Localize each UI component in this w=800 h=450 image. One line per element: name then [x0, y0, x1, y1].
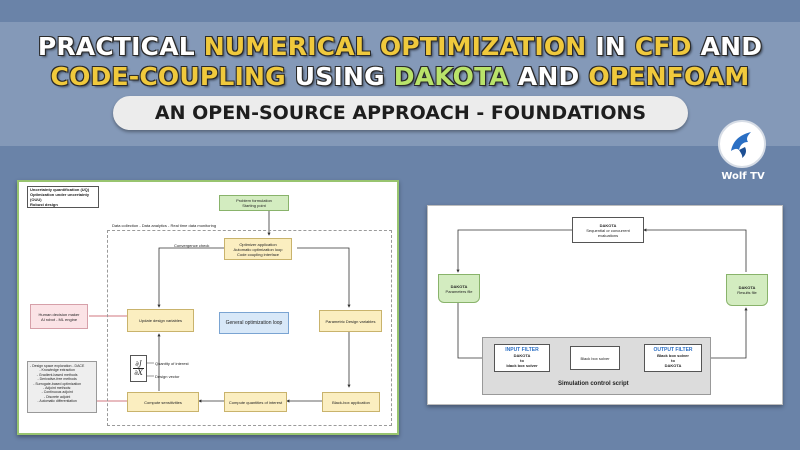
title-highlight: CODE-COUPLING [50, 62, 286, 91]
title-word: AND [691, 32, 763, 61]
method-item: - Knowledge extraction [39, 368, 75, 373]
brand-name: Wolf TV [721, 171, 765, 182]
box-line: to [520, 358, 524, 363]
design-vector-label: Design vector [155, 374, 180, 379]
simulation-script-label: Simulation control script [558, 381, 629, 387]
box-line: DAKOTA [450, 283, 468, 289]
quantity-interest-label: Quantity of interest [155, 361, 189, 366]
filter-title: INPUT FILTER [505, 347, 539, 353]
uq-line: Uncertainty quantification (UQ) [30, 187, 90, 192]
loop-boundary [107, 230, 392, 426]
problem-formulation-box: Problem formulation Starting point [219, 195, 289, 211]
title-word: IN [586, 32, 635, 61]
fraction-bottom: ∂X [134, 369, 143, 377]
method-item: - Discrete adjoint [44, 394, 71, 399]
update-design-box: Update design variables [127, 309, 194, 332]
parameters-file-box: DAKOTA Parameters file [438, 274, 480, 303]
title-highlight: CFD [634, 32, 692, 61]
results-file-box: DAKOTA Results file [726, 274, 768, 306]
optimizer-box: Optimizer application Automatic optimiza… [224, 238, 292, 260]
data-collection-label: Data collection - Data analytics - Real … [112, 223, 217, 228]
box-line: Sequential or concurrent [586, 227, 630, 233]
output-filter-box: OUTPUT FILTER Black box solver to DAKOTA [644, 344, 702, 372]
title-line-2: CODE-COUPLING USING DAKOTA AND OPENFOAM [0, 62, 800, 91]
title-highlight: DAKOTA [393, 62, 509, 91]
compute-qoi-box: Compute quantities of interest [224, 392, 287, 412]
box-line: AI robot - ML engine [40, 316, 78, 322]
methods-box: - Design space exploration - DACE - Know… [27, 361, 97, 413]
parametric-design-box: Parametric Design variables [319, 310, 382, 332]
methods-list: - Design space exploration - DACE - Know… [30, 364, 84, 404]
method-item: - Design space exploration - DACE [30, 364, 85, 368]
convergence-label: Convergence check [174, 243, 210, 248]
method-item: - Adjoint methods: [43, 386, 72, 391]
title-word: USING [285, 62, 394, 91]
title-highlight: NUMERICAL OPTIMIZATION [203, 32, 587, 61]
box-line: Optimizer application [239, 241, 277, 247]
box-line: Black box solver [657, 353, 689, 358]
box-line: DAKOTA [664, 363, 682, 368]
diagram-connectors [89, 211, 351, 403]
subtitle: AN OPEN-SOURCE APPROACH - FOUNDATIONS [113, 96, 688, 130]
box-line: DAKOTA [513, 353, 531, 358]
box-line: Starting point [242, 203, 266, 208]
method-item: - Automatic differentiation [37, 399, 77, 404]
box-line: Human decision maker [38, 311, 80, 317]
wolf-logo-icon [718, 120, 766, 168]
compute-sensitivities-box: Compute sensitivities [127, 392, 199, 412]
fraction-bar [133, 368, 144, 369]
title-word: PRACTICAL [37, 32, 204, 61]
derivative-symbol: ∂J ∂X [130, 355, 147, 382]
optimization-loop-diagram: Uncertainty quantification (UQ) Optimiza… [17, 180, 399, 435]
method-item: - Surrogate-based optimization [33, 381, 82, 386]
uq-line: Optimization under uncertainty (OUU) [30, 192, 90, 202]
filter-title: OUTPUT FILTER [653, 347, 693, 353]
box-line: Problem formulation [236, 198, 272, 203]
box-line: Parameters file [445, 288, 473, 294]
general-loop-box: General optimization loop [219, 312, 289, 334]
dakota-coupling-diagram: DAKOTA Sequential or concurrent evaluati… [427, 205, 783, 405]
method-item: - Gradient-based methods [36, 372, 78, 377]
method-item: - Derivative-free methods [37, 377, 77, 382]
box-line: Code coupling interface [236, 251, 280, 257]
uq-line: Robust design [30, 202, 58, 207]
blackbox-app-box: Black-box application [322, 392, 380, 412]
title-line-1: PRACTICAL NUMERICAL OPTIMIZATION IN CFD … [0, 32, 800, 61]
box-line: to [671, 358, 675, 363]
box-line: evaluations [597, 232, 619, 238]
input-filter-box: INPUT FILTER DAKOTA to black box solver [494, 344, 550, 372]
box-line: DAKOTA [738, 285, 756, 290]
box-line: Automatic optimization loop [233, 246, 283, 252]
blackbox-solver-box: Black box solver [570, 346, 620, 370]
title-highlight: OPENFOAM [588, 62, 750, 91]
title-word: AND [508, 62, 589, 91]
box-line: Results file [737, 290, 757, 295]
human-decision-box: Human decision maker AI robot - ML engin… [30, 304, 88, 329]
uq-box: Uncertainty quantification (UQ) Optimiza… [27, 186, 99, 208]
method-item: - Continuous adjoint [41, 390, 73, 395]
box-line: black box solver [506, 363, 538, 368]
box-line: DAKOTA [599, 222, 617, 228]
dakota-box: DAKOTA Sequential or concurrent evaluati… [572, 217, 644, 243]
fraction-top: ∂J [135, 360, 142, 368]
